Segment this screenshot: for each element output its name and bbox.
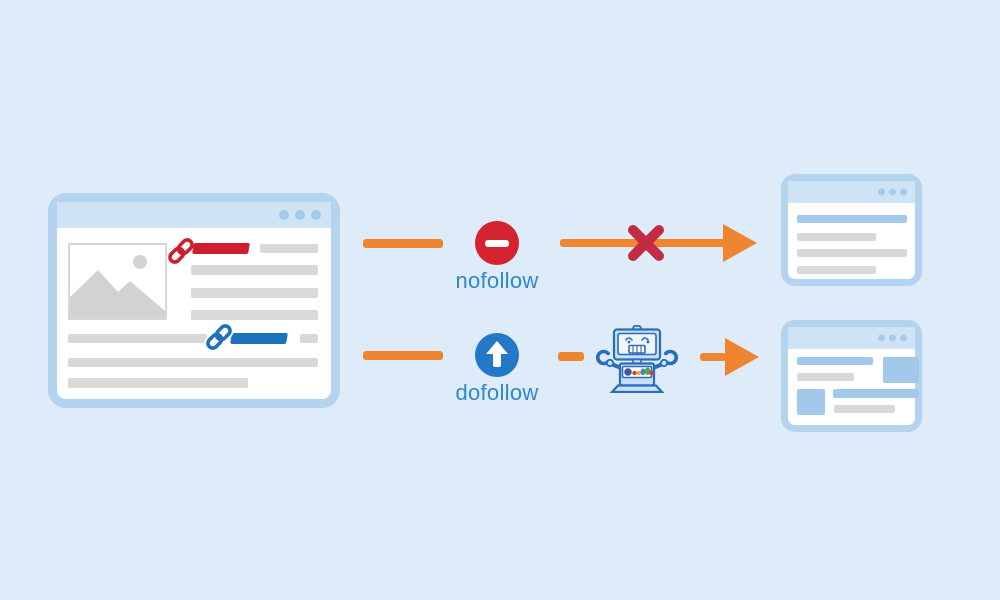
heading-line bbox=[797, 215, 907, 223]
window-dots-icon bbox=[874, 334, 907, 342]
text-line bbox=[300, 334, 318, 343]
red-link-icon bbox=[166, 236, 196, 266]
text-line bbox=[191, 288, 318, 298]
heading-line bbox=[833, 389, 919, 398]
connector-dash bbox=[558, 352, 584, 361]
nofollow-link-highlight bbox=[192, 243, 250, 254]
dofollow-link-highlight bbox=[230, 333, 288, 344]
image-placeholder bbox=[68, 243, 167, 320]
arrow-shaft bbox=[700, 353, 726, 361]
text-line bbox=[797, 266, 876, 274]
heading-line bbox=[797, 357, 873, 365]
target-page-window-dofollow bbox=[781, 320, 922, 432]
nofollow-label: nofollow bbox=[455, 268, 539, 293]
text-line bbox=[797, 373, 854, 381]
image-block bbox=[797, 389, 825, 415]
no-entry-icon bbox=[475, 221, 519, 265]
connector-dash bbox=[363, 239, 443, 248]
source-window-titlebar bbox=[57, 202, 331, 228]
text-line bbox=[68, 378, 248, 388]
target-window-titlebar bbox=[788, 181, 915, 203]
minus-bar bbox=[485, 240, 509, 247]
dofollow-label: dofollow bbox=[455, 380, 539, 405]
window-dots-icon bbox=[874, 188, 907, 196]
text-line bbox=[260, 244, 318, 253]
arrow-right-icon bbox=[723, 224, 757, 262]
text-line bbox=[68, 334, 207, 343]
arrow-up-icon bbox=[475, 333, 519, 377]
up-arrow-glyph bbox=[486, 341, 508, 367]
window-dots-icon bbox=[273, 210, 321, 220]
text-line bbox=[797, 249, 907, 257]
source-page-window bbox=[48, 193, 340, 408]
text-line bbox=[191, 310, 318, 320]
search-bot-icon bbox=[596, 325, 678, 393]
text-line bbox=[834, 405, 895, 413]
text-line bbox=[797, 233, 876, 241]
image-block bbox=[883, 357, 919, 383]
blue-link-icon bbox=[204, 322, 234, 352]
cross-icon bbox=[628, 225, 664, 261]
target-page-window-nofollow bbox=[781, 174, 922, 286]
text-line bbox=[68, 358, 318, 367]
connector-dash bbox=[363, 351, 443, 360]
arrow-right-icon bbox=[725, 338, 759, 376]
image-placeholder-art bbox=[70, 255, 165, 318]
target-window-titlebar bbox=[788, 327, 915, 349]
text-line bbox=[191, 265, 318, 275]
